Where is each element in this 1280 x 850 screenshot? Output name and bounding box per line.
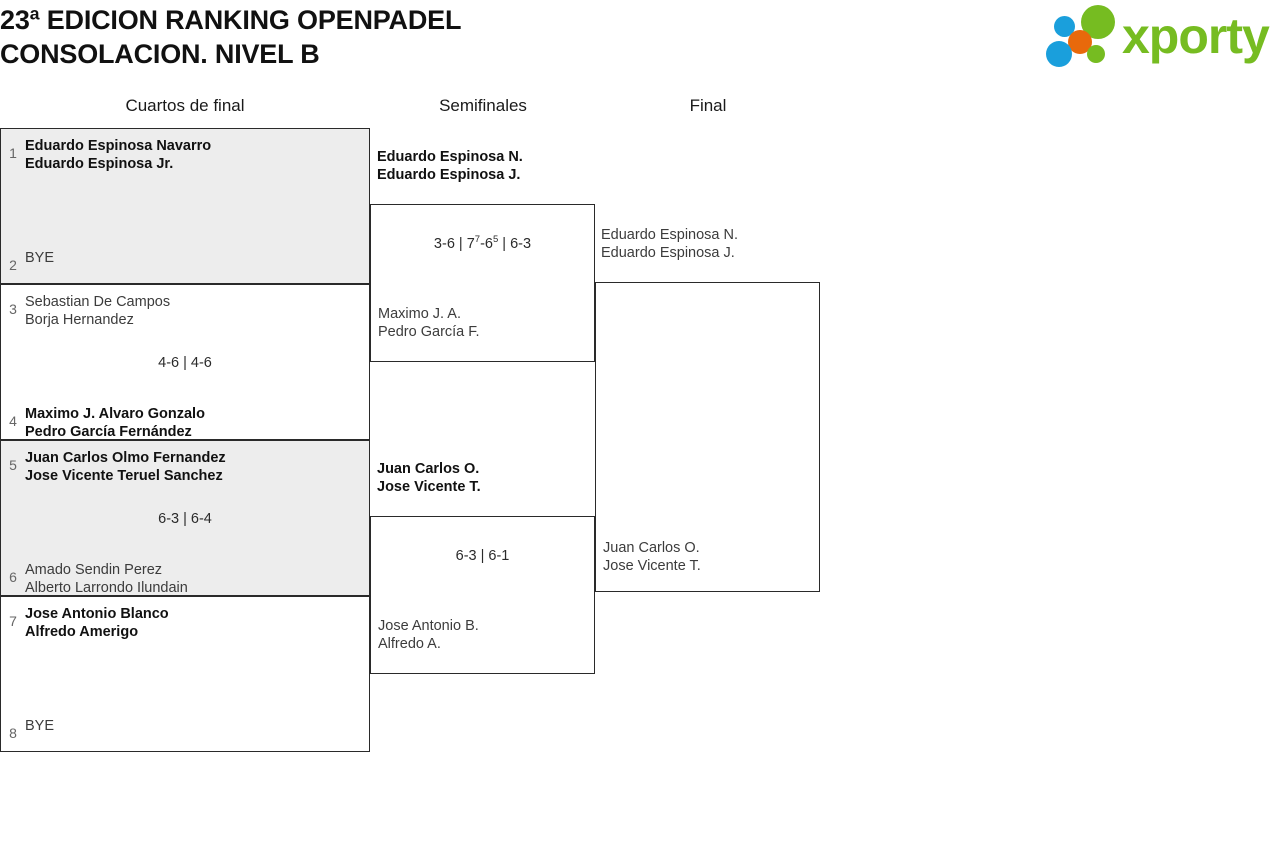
seed-number: 6 xyxy=(9,569,17,585)
logo-dot-green-small xyxy=(1087,45,1105,63)
round-header-semifinals: Semifinales xyxy=(439,96,527,115)
match-sf-2-score: 6-3 | 6-1 xyxy=(455,548,510,564)
team-names: Maximo J. Alvaro Gonzalo Pedro García Fe… xyxy=(25,406,205,440)
round-header-quarterfinals: Cuartos de final xyxy=(125,96,245,115)
logo-dot-blue-top xyxy=(1054,16,1075,37)
match-sf-2[interactable]: 6-3 | 6-1 Jose Antonio B. Alfredo A. xyxy=(370,516,595,674)
seed-number: 1 xyxy=(9,145,17,161)
final-team-top[interactable]: Eduardo Espinosa N. Eduardo Espinosa J. xyxy=(601,227,739,261)
match-qf-4-team-top[interactable]: 7 Jose Antonio Blanco Alfredo Amerigo xyxy=(1,604,369,641)
team-bye-label: BYE xyxy=(25,250,55,266)
logo-dots-icon xyxy=(1046,4,1120,68)
round-header-final: Final xyxy=(689,96,727,115)
logo-wordmark: xporty xyxy=(1122,8,1270,64)
match-qf-2-team-top[interactable]: 3 Sebastian De Campos Borja Hernandez xyxy=(1,292,369,329)
match-qf-3[interactable]: 5 Juan Carlos Olmo Fernandez Jose Vicent… xyxy=(0,440,370,596)
match-qf-1[interactable]: 1 Eduardo Espinosa Navarro Eduardo Espin… xyxy=(0,128,370,284)
logo-dot-blue-bottom xyxy=(1046,41,1072,67)
match-sf-1-score: 3-6 | 77-65 | 6-3 xyxy=(371,234,594,252)
score-set-1: 3-6 | 77-65 | 6-3 xyxy=(433,234,532,252)
team-names: Amado Sendin Perez Alberto Larrondo Ilun… xyxy=(25,562,188,596)
team-bye-label: BYE xyxy=(25,718,55,734)
match-qf-4-team-bottom[interactable]: 8 BYE xyxy=(1,716,369,741)
page-title: 23ª EDICION RANKING OPENPADEL CONSOLACIO… xyxy=(0,0,760,71)
match-qf-3-score: 6-3 | 6-4 xyxy=(158,511,212,527)
page-title-line-1: 23ª EDICION RANKING OPENPADEL xyxy=(0,5,462,35)
seed-number: 3 xyxy=(9,301,17,317)
match-qf-3-team-bottom[interactable]: 6 Amado Sendin Perez Alberto Larrondo Il… xyxy=(1,560,369,597)
team-names: Juan Carlos Olmo Fernandez Jose Vicente … xyxy=(25,450,226,484)
seed-number: 2 xyxy=(9,257,17,273)
match-sf-2-team-bottom[interactable]: Jose Antonio B. Alfredo A. xyxy=(378,618,479,652)
match-qf-2[interactable]: 3 Sebastian De Campos Borja Hernandez 4-… xyxy=(0,284,370,440)
seed-number: 7 xyxy=(9,613,17,629)
semifinal-2-team-top[interactable]: Juan Carlos O. Jose Vicente T. xyxy=(377,461,481,495)
match-sf-1-team-bottom[interactable]: Maximo J. A. Pedro García F. xyxy=(378,306,480,340)
match-qf-3-team-top[interactable]: 5 Juan Carlos Olmo Fernandez Jose Vicent… xyxy=(1,448,369,485)
match-sf-1[interactable]: 3-6 | 77-65 | 6-3 Maximo J. A. Pedro Gar… xyxy=(370,204,595,362)
match-qf-1-team-top[interactable]: 1 Eduardo Espinosa Navarro Eduardo Espin… xyxy=(1,136,369,173)
seed-number: 4 xyxy=(9,413,17,429)
semifinal-1-team-top[interactable]: Eduardo Espinosa N. Eduardo Espinosa J. xyxy=(377,149,523,183)
seed-number: 8 xyxy=(9,725,17,741)
match-qf-2-team-bottom[interactable]: 4 Maximo J. Alvaro Gonzalo Pedro García … xyxy=(1,404,369,441)
team-names: Eduardo Espinosa Navarro Eduardo Espinos… xyxy=(25,138,212,172)
xporty-logo[interactable]: xporty xyxy=(1046,4,1276,68)
match-qf-1-team-bottom[interactable]: 2 BYE xyxy=(1,248,369,273)
match-qf-4[interactable]: 7 Jose Antonio Blanco Alfredo Amerigo 8 … xyxy=(0,596,370,752)
seed-number: 5 xyxy=(9,457,17,473)
team-names: Sebastian De Campos Borja Hernandez xyxy=(25,294,171,328)
page-title-line-2: CONSOLACION. NIVEL B xyxy=(0,39,320,69)
final-team-bottom[interactable]: Juan Carlos O. Jose Vicente T. xyxy=(603,540,701,574)
match-qf-2-score: 4-6 | 4-6 xyxy=(158,355,212,371)
team-names: Jose Antonio Blanco Alfredo Amerigo xyxy=(25,606,169,640)
match-final[interactable]: Juan Carlos O. Jose Vicente T. xyxy=(595,282,820,592)
